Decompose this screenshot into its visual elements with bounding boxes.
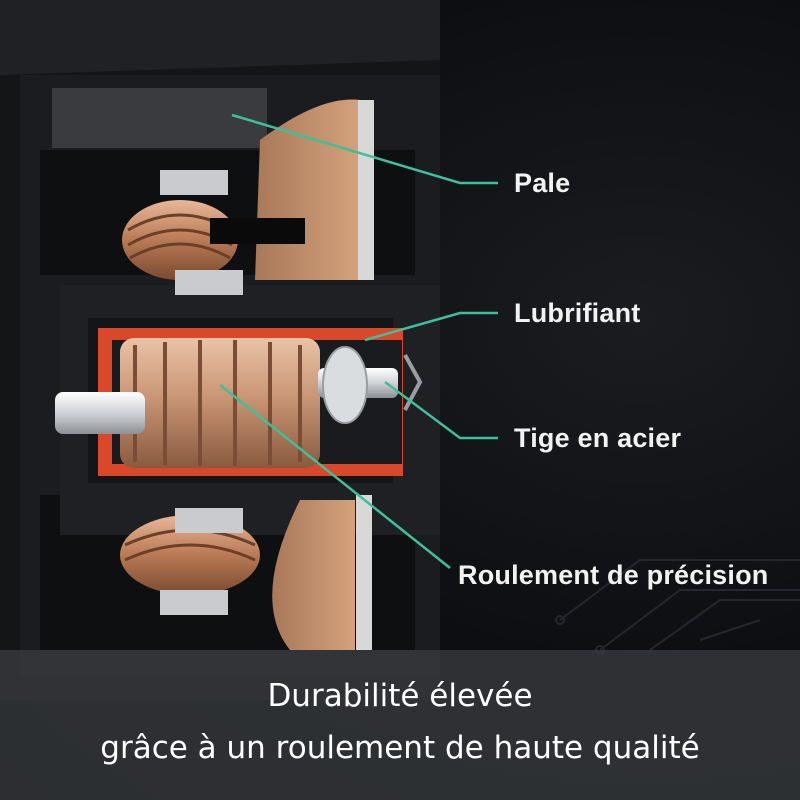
leader-line-roulement [219, 384, 451, 569]
rotor [120, 338, 320, 468]
leader-line-tige [384, 380, 498, 440]
upper-coil [122, 170, 305, 295]
label-tige-en-acier: Tige en acier [514, 423, 682, 453]
leader-line-pale [231, 113, 498, 185]
label-lubrifiant: Lubrifiant [514, 298, 641, 328]
caption-line-1: Durabilité élevée [267, 678, 533, 714]
caption-band: Durabilité élevée grâce à un roulement d… [0, 650, 800, 800]
leader-lines [219, 113, 498, 569]
label-pale: Pale [514, 168, 571, 198]
lower-coil [120, 508, 260, 615]
caption-line-2: grâce à un roulement de haute qualité [100, 730, 700, 766]
steel-shaft [55, 346, 423, 434]
leader-line-lubrifiant [364, 311, 498, 342]
label-roulement-de-precision: Roulement de précision [458, 560, 769, 590]
circuit-background [555, 559, 800, 655]
